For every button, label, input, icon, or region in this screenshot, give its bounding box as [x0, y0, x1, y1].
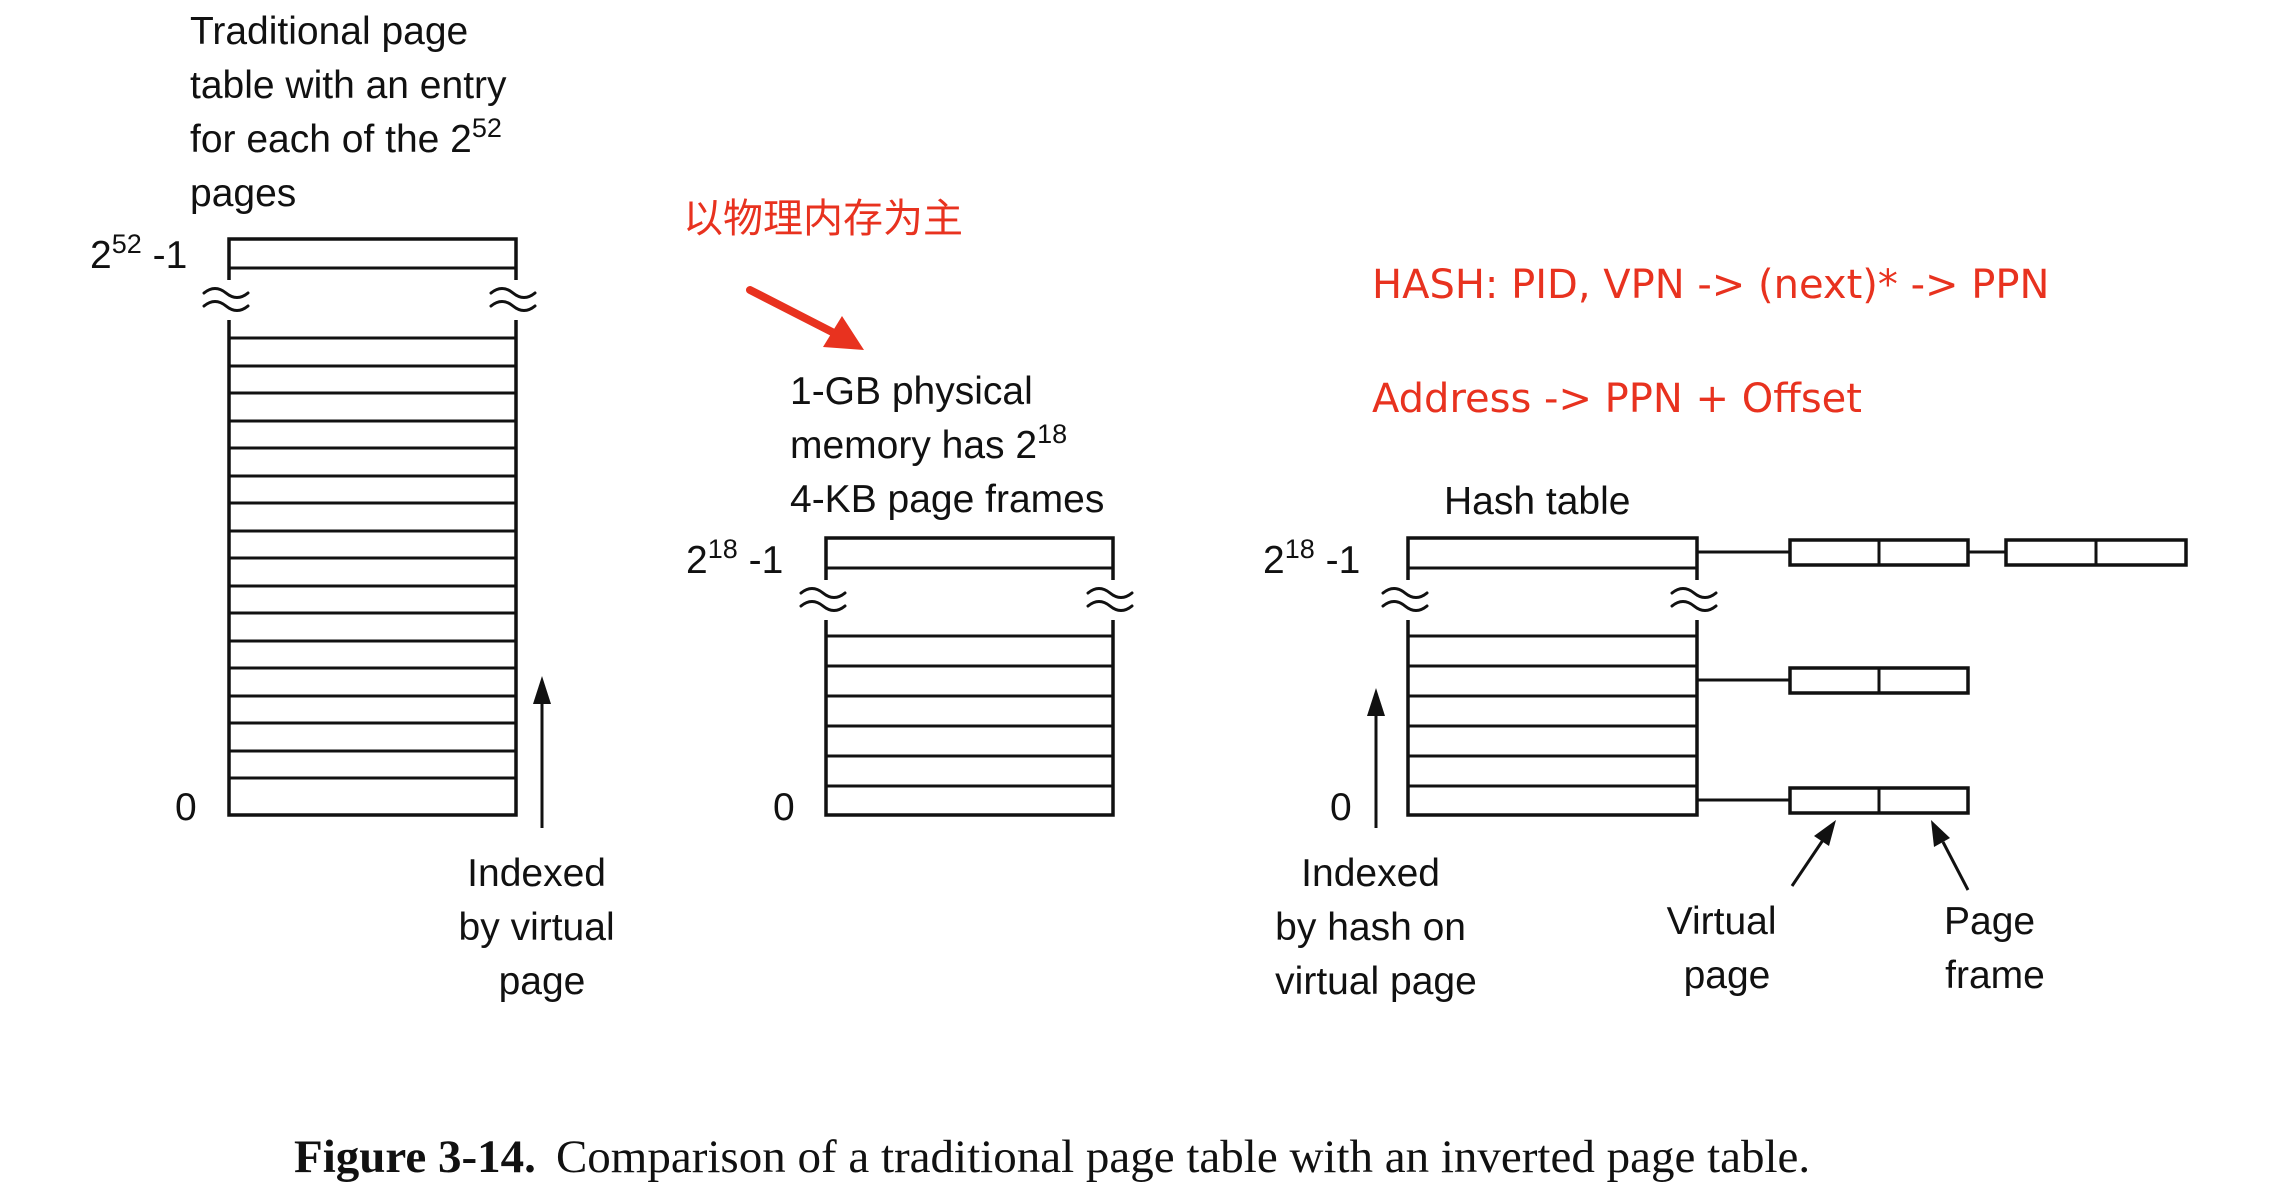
traditional-table-title: Traditional page table with an entry for… — [190, 10, 517, 215]
hash-top-index-label: 218 -1 — [1263, 534, 1360, 582]
page-frame-label: Page frame — [1944, 900, 2046, 997]
figure-caption-text: Comparison of a traditional page table w… — [556, 1131, 1810, 1183]
physical-memory-description: 1-GB physical memory has 218 4-KB page f… — [790, 370, 1104, 521]
physical-top-index-label: 218 -1 — [686, 534, 783, 582]
red-arrow-icon — [746, 286, 864, 350]
figure-number: Figure 3-14. — [294, 1131, 536, 1183]
figure-caption: Figure 3-14. Comparison of a traditional … — [294, 1131, 1810, 1183]
hash-chain-bottom — [1697, 786, 1970, 815]
page-frame-arrow-icon — [1931, 820, 1970, 891]
hash-index-caption: Indexed by hash on virtual page — [1275, 852, 1477, 1003]
physical-bottom-index-label: 0 — [773, 786, 795, 829]
hash-annotation: HASH: PID, VPN -> (next)* -> PPN — [1372, 262, 2049, 308]
address-annotation: Address -> PPN + Offset — [1372, 376, 1862, 422]
hash-table-break-marks — [1379, 580, 1726, 620]
physical-memory-table: 以物理内存为主 1-GB physical memory has 218 4-K… — [683, 196, 1142, 829]
traditional-table-break-marks — [200, 280, 545, 320]
traditional-page-table: Traditional page table with an entry for… — [90, 10, 626, 1003]
traditional-top-index-label: 252 -1 — [90, 229, 187, 277]
physical-table-body — [824, 536, 1115, 817]
hash-bottom-index-label: 0 — [1330, 786, 1352, 829]
hash-table-body — [1406, 536, 1699, 817]
hash-up-arrow-icon — [1367, 688, 1385, 828]
virtual-page-arrow-icon — [1790, 820, 1836, 887]
chinese-annotation: 以物理内存为主 — [683, 196, 963, 242]
physical-table-break-marks — [797, 580, 1142, 620]
traditional-bottom-index-label: 0 — [175, 786, 197, 829]
traditional-index-caption: Indexed by virtual page — [459, 852, 626, 1003]
hash-table-title: Hash table — [1444, 480, 1630, 523]
traditional-table-body — [227, 237, 518, 817]
virtual-page-label: Virtual page — [1667, 900, 1788, 997]
hash-page-table: HASH: PID, VPN -> (next)* -> PPN Address… — [1263, 262, 2188, 1003]
hash-chain-top — [1697, 538, 2188, 567]
hash-chain-middle — [1697, 666, 1970, 695]
up-arrow-icon — [533, 676, 551, 828]
